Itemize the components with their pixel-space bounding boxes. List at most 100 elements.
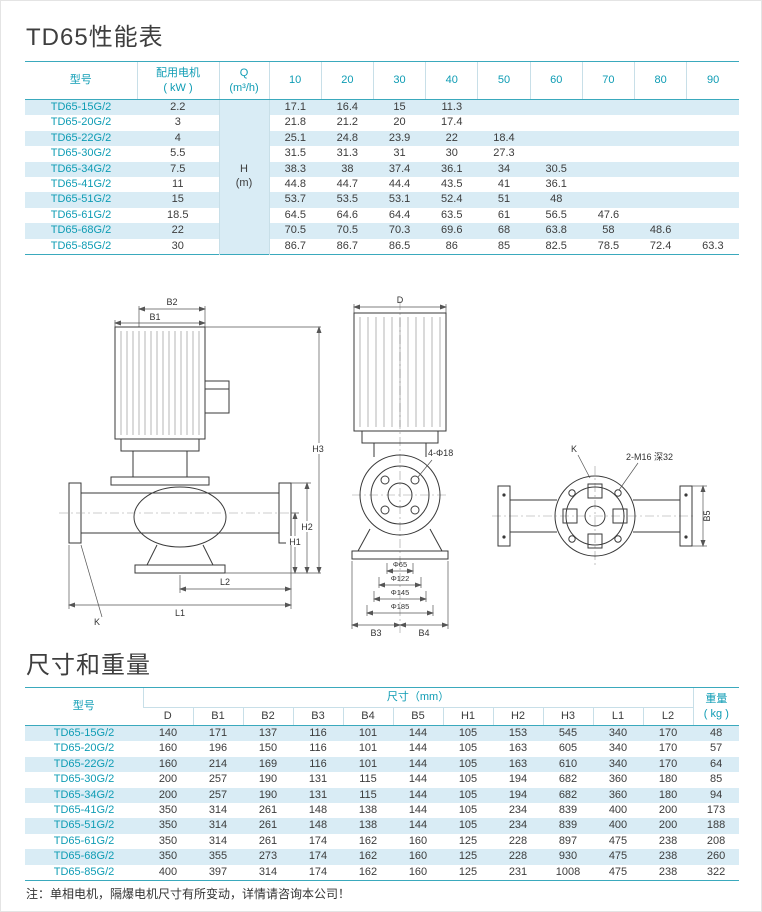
perf-head-cell: 63.5 (441, 208, 463, 221)
perf-head-cell: 22 (425, 130, 478, 147)
dim-value-cell: 682 (543, 787, 593, 804)
perf-head-cell: 82.5 (545, 239, 567, 252)
dim-value-cell: 610 (543, 756, 593, 773)
flow-column-header: 50 (477, 61, 531, 100)
perf-head-cell: 61 (497, 208, 511, 221)
volute-casing (133, 486, 227, 548)
perf-model-cell: TD65-68G/2 (25, 223, 137, 239)
dim-value-cell: 228 (493, 849, 543, 865)
dim-column-header: H1 (442, 707, 493, 726)
dim-value-cell: 228 (508, 834, 528, 847)
dim-value-cell: 144 (393, 818, 443, 834)
flow-column-header: 90 (686, 61, 739, 100)
dim-value-cell: 105 (458, 742, 478, 755)
dim-value-cell: 190 (243, 787, 293, 804)
perf-kw-cell: 18.5 (167, 208, 189, 221)
dim-weight-cell: 188 (693, 818, 740, 834)
dim-value-cell: 839 (543, 818, 593, 834)
dim-value-cell: 360 (593, 787, 643, 804)
dim-value-cell: 125 (458, 834, 478, 847)
dim-value-cell: 105 (458, 773, 478, 786)
footnote: 注：单相电机，隔爆电机尺寸有所变动，详情请咨询本公司！ (26, 887, 351, 901)
perf-head-cell (582, 115, 634, 130)
pump-base (134, 564, 226, 574)
dim-value-cell: 350 (143, 818, 193, 834)
dim-value-cell: 163 (493, 756, 543, 773)
perf-head-cell: 11.3 (425, 99, 478, 116)
dim-value-cell: 116 (293, 725, 343, 742)
perf-head-cell: 70.5 (321, 223, 374, 239)
dim-value-cell: 1008 (555, 865, 581, 878)
dim-value-cell: 257 (208, 773, 228, 786)
perf-head-cell (686, 99, 739, 116)
dim-label-phi185: Φ185 (391, 602, 410, 611)
perf-head-cell: 48.6 (634, 223, 687, 239)
perf-head-cell: 64.6 (336, 208, 359, 221)
dim-weight-cell: 173 (706, 804, 726, 817)
dim-value-cell: 314 (208, 804, 228, 817)
dim-label-k-top: K (571, 444, 577, 454)
perf-head-cell: 25.1 (269, 130, 322, 147)
perf-head-cell: 47.6 (597, 208, 620, 221)
dim-value-cell: 174 (308, 834, 328, 847)
motor-column-header: 配用电机( kW ) (136, 61, 219, 100)
perf-head-cell: 43.5 (441, 178, 463, 191)
dim-value-cell: 839 (558, 804, 578, 817)
dim-value-cell: 162 (343, 849, 393, 865)
flow-column-header: 10 (268, 61, 322, 100)
perf-head-cell: 78.5 (597, 239, 620, 252)
perf-head-cell: 24.8 (321, 130, 374, 147)
dim-label-b5: B5 (702, 510, 712, 521)
perf-kw-cell: 5.5 (170, 147, 186, 160)
perf-model-cell: TD65-85G/2 (50, 239, 112, 252)
perf-head-cell: 63.3 (702, 239, 724, 252)
dim-value-cell: 174 (293, 849, 343, 865)
dim-model-cell: TD65-61G/2 (53, 834, 115, 847)
q-header-line1: Q (239, 67, 249, 80)
dim-value-cell: 340 (593, 756, 643, 773)
dim-value-cell: 131 (293, 787, 343, 804)
perf-head-cell (687, 115, 739, 130)
perf-head-cell (530, 99, 583, 116)
dim-label-b1: B1 (149, 312, 160, 322)
dim-value-cell: 174 (308, 865, 328, 878)
perf-head-cell: 86.5 (388, 239, 411, 252)
perf-head-cell: 44.8 (284, 178, 307, 191)
dim-value-cell: 144 (393, 725, 443, 742)
perf-head-cell (635, 146, 687, 161)
perf-head-cell (635, 177, 687, 192)
perf-kw-cell: 7.5 (137, 161, 219, 178)
dim-value-cell: 170 (658, 742, 678, 755)
perf-model-cell: TD65-30G/2 (50, 147, 112, 160)
dim-label-tapped-holes: 2-M16 深32 (626, 452, 673, 462)
perf-head-cell: 23.9 (373, 130, 426, 147)
dim-value-cell: 144 (408, 742, 428, 755)
dim-model-cell: TD65-34G/2 (25, 787, 143, 804)
dim-value-cell: 400 (158, 865, 178, 878)
dim-value-cell: 101 (358, 742, 378, 755)
head-unit-cell: H(m) (218, 99, 270, 255)
dimension-drawings: B2 B1 (25, 293, 739, 645)
motor-top-circle (554, 475, 636, 557)
dim-label-phi145: Φ145 (391, 588, 410, 597)
dim-value-cell: 160 (408, 865, 428, 878)
perf-head-cell (582, 130, 635, 147)
dim-label-k-side: K (94, 617, 100, 627)
weight-header-line2: ( kg ) (703, 707, 729, 720)
perf-head-cell: 86 (445, 239, 458, 252)
dim-value-cell: 190 (258, 773, 278, 786)
dim-header-row-1: 型号 尺寸（mm） 重量( kg ) (25, 687, 740, 726)
flow-column-header: 20 (320, 61, 374, 100)
perf-head-cell (582, 99, 635, 116)
perf-kw-cell: 3 (174, 116, 181, 129)
perf-head-cell (686, 223, 739, 239)
dim-value-cell: 930 (543, 849, 593, 865)
dim-label-h2: H2 (301, 522, 313, 532)
dim-value-cell: 169 (243, 756, 293, 773)
dim-label-phi122: Φ122 (391, 574, 410, 583)
